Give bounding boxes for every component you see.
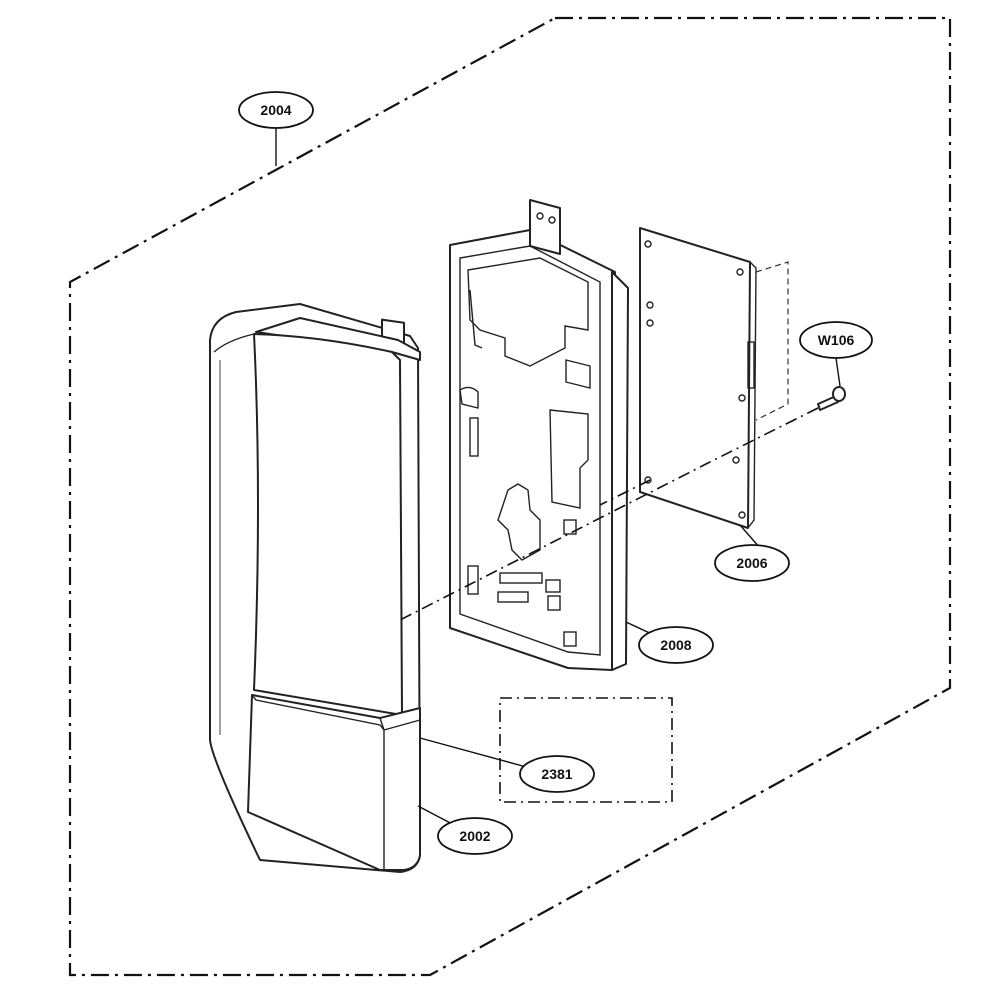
screw-W106 xyxy=(817,386,846,411)
svg-text:2006: 2006 xyxy=(736,555,767,571)
svg-text:W106: W106 xyxy=(818,332,855,348)
assembly-axis-line-2 xyxy=(599,479,651,506)
leader-W106 xyxy=(835,357,841,387)
svg-text:2381: 2381 xyxy=(541,766,572,782)
callout-2002: 2002 xyxy=(437,817,513,855)
callout-2381: 2381 xyxy=(519,755,595,793)
leader-2006 xyxy=(739,524,761,549)
callout-2008: 2008 xyxy=(638,626,714,664)
leader-2381 xyxy=(419,737,531,769)
callout-W106: W106 xyxy=(799,321,873,359)
callout-2004: 2004 xyxy=(238,91,314,129)
svg-text:2002: 2002 xyxy=(459,828,490,844)
front-cover-2002 xyxy=(209,303,421,873)
callout-2006: 2006 xyxy=(714,544,790,582)
pcb-plate-2006 xyxy=(639,227,789,529)
svg-text:2008: 2008 xyxy=(660,637,691,653)
frame-bracket-2008 xyxy=(449,199,629,671)
accessory-box-2381 xyxy=(499,697,673,803)
assembly-axis-line xyxy=(399,407,819,621)
svg-text:2004: 2004 xyxy=(260,102,291,118)
assembly-boundary-2004 xyxy=(68,16,952,977)
